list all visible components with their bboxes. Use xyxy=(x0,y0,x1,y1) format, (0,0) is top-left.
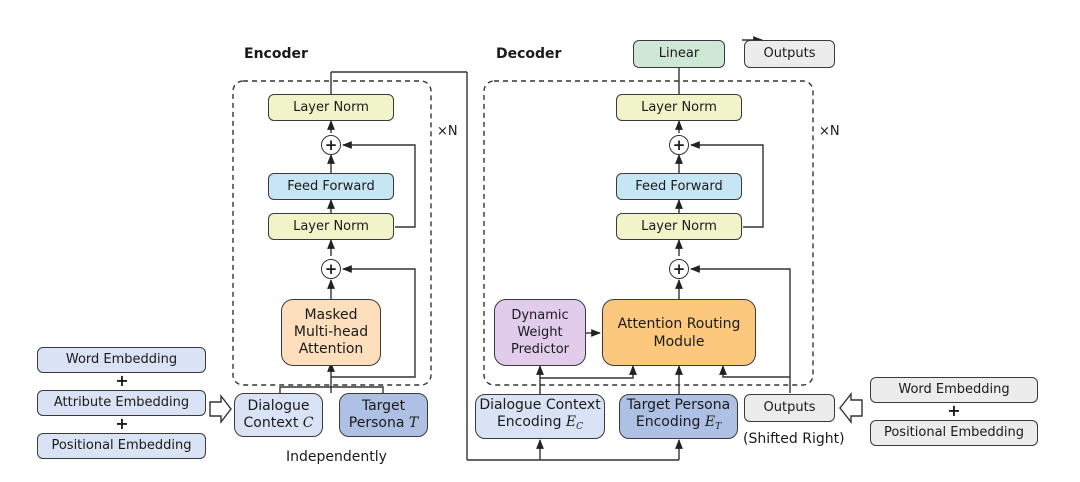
encoder-repeat-frame xyxy=(232,80,432,386)
word-embedding-encoder: Word Embedding xyxy=(37,347,206,373)
encoder-add-bottom-icon: + xyxy=(321,259,341,279)
tpe-line-2: Encoding ET xyxy=(636,414,721,436)
tpe-word: Encoding xyxy=(635,414,701,430)
dce-word: Encoding xyxy=(496,414,562,430)
word-embedding-decoder: Word Embedding xyxy=(870,377,1038,403)
decoder-layer-norm-mid: Layer Norm xyxy=(616,213,742,240)
dialogue-context-symbol: C xyxy=(302,415,314,431)
attribute-embedding-encoder: Attribute Embedding xyxy=(37,390,206,416)
target-persona-word: Persona xyxy=(348,415,405,431)
dialogue-context-word: Context xyxy=(243,415,299,431)
dialogue-context-line-1: Dialogue xyxy=(247,398,310,414)
embedding-plus-2: + xyxy=(115,414,129,433)
arm-line-1: Attention Routing xyxy=(617,315,741,332)
encoder-title: Encoder xyxy=(244,46,308,62)
encoder-feed-forward: Feed Forward xyxy=(268,173,394,200)
attention-routing-module: Attention Routing Module xyxy=(602,299,756,366)
encoder-layer-norm-mid: Layer Norm xyxy=(268,213,394,240)
dialogue-context-encoding: Dialogue Context Encoding EC xyxy=(475,394,605,439)
positional-embedding-encoder: Positional Embedding xyxy=(37,433,206,459)
decoder-embedding-plus: + xyxy=(947,401,961,420)
decoder-add-bottom-icon: + xyxy=(669,259,689,279)
linear-layer: Linear xyxy=(633,40,725,68)
target-persona-encoding: Target Persona Encoding ET xyxy=(619,394,738,439)
dialogue-context-input: Dialogue Context C xyxy=(234,393,323,437)
positional-embedding-decoder: Positional Embedding xyxy=(870,420,1038,446)
dce-subscript: C xyxy=(576,422,584,432)
encoder-layer-norm-top: Layer Norm xyxy=(268,94,394,121)
final-outputs: Outputs xyxy=(744,40,835,68)
decoder-repeat-label: ×N xyxy=(819,124,840,139)
independently-caption: Independently xyxy=(286,449,387,465)
encoder-repeat-label: ×N xyxy=(437,124,458,139)
dwp-line-1: Dynamic xyxy=(511,308,569,323)
dynamic-weight-predictor: Dynamic Weight Predictor xyxy=(494,299,586,366)
shifted-right-caption: (Shifted Right) xyxy=(743,431,845,447)
tpe-line-1: Target Persona xyxy=(626,397,731,413)
decoder-add-top-icon: + xyxy=(669,135,689,155)
arm-line-2: Module xyxy=(653,333,705,350)
attention-line-1: Masked xyxy=(304,307,358,323)
embedding-plus-1: + xyxy=(115,371,129,390)
dce-line-1: Dialogue Context xyxy=(479,397,601,413)
decoder-repeat-frame xyxy=(483,80,814,386)
decoder-layer-norm-top: Layer Norm xyxy=(616,94,742,121)
dce-symbol: E xyxy=(565,414,577,430)
shifted-outputs: Outputs xyxy=(744,394,835,422)
tpe-subscript: T xyxy=(715,422,722,432)
dialogue-context-line-2: Context C xyxy=(243,415,313,432)
target-persona-input: Target Persona T xyxy=(339,393,428,437)
decoder-title: Decoder xyxy=(496,46,562,62)
attention-line-2: Multi-head xyxy=(293,324,369,340)
encoder-add-top-icon: + xyxy=(321,135,341,155)
tpe-symbol: E xyxy=(704,414,716,430)
dwp-line-2: Weight xyxy=(517,325,563,340)
decoder-feed-forward: Feed Forward xyxy=(616,173,742,200)
target-persona-symbol: T xyxy=(408,415,419,431)
target-persona-line-1: Target xyxy=(361,398,406,414)
attention-line-3: Attention xyxy=(298,341,364,357)
masked-multi-head-attention: Masked Multi-head Attention xyxy=(281,299,381,366)
dce-line-2: Encoding EC xyxy=(497,414,583,436)
target-persona-line-2: Persona T xyxy=(349,415,418,432)
dwp-line-3: Predictor xyxy=(510,342,570,357)
